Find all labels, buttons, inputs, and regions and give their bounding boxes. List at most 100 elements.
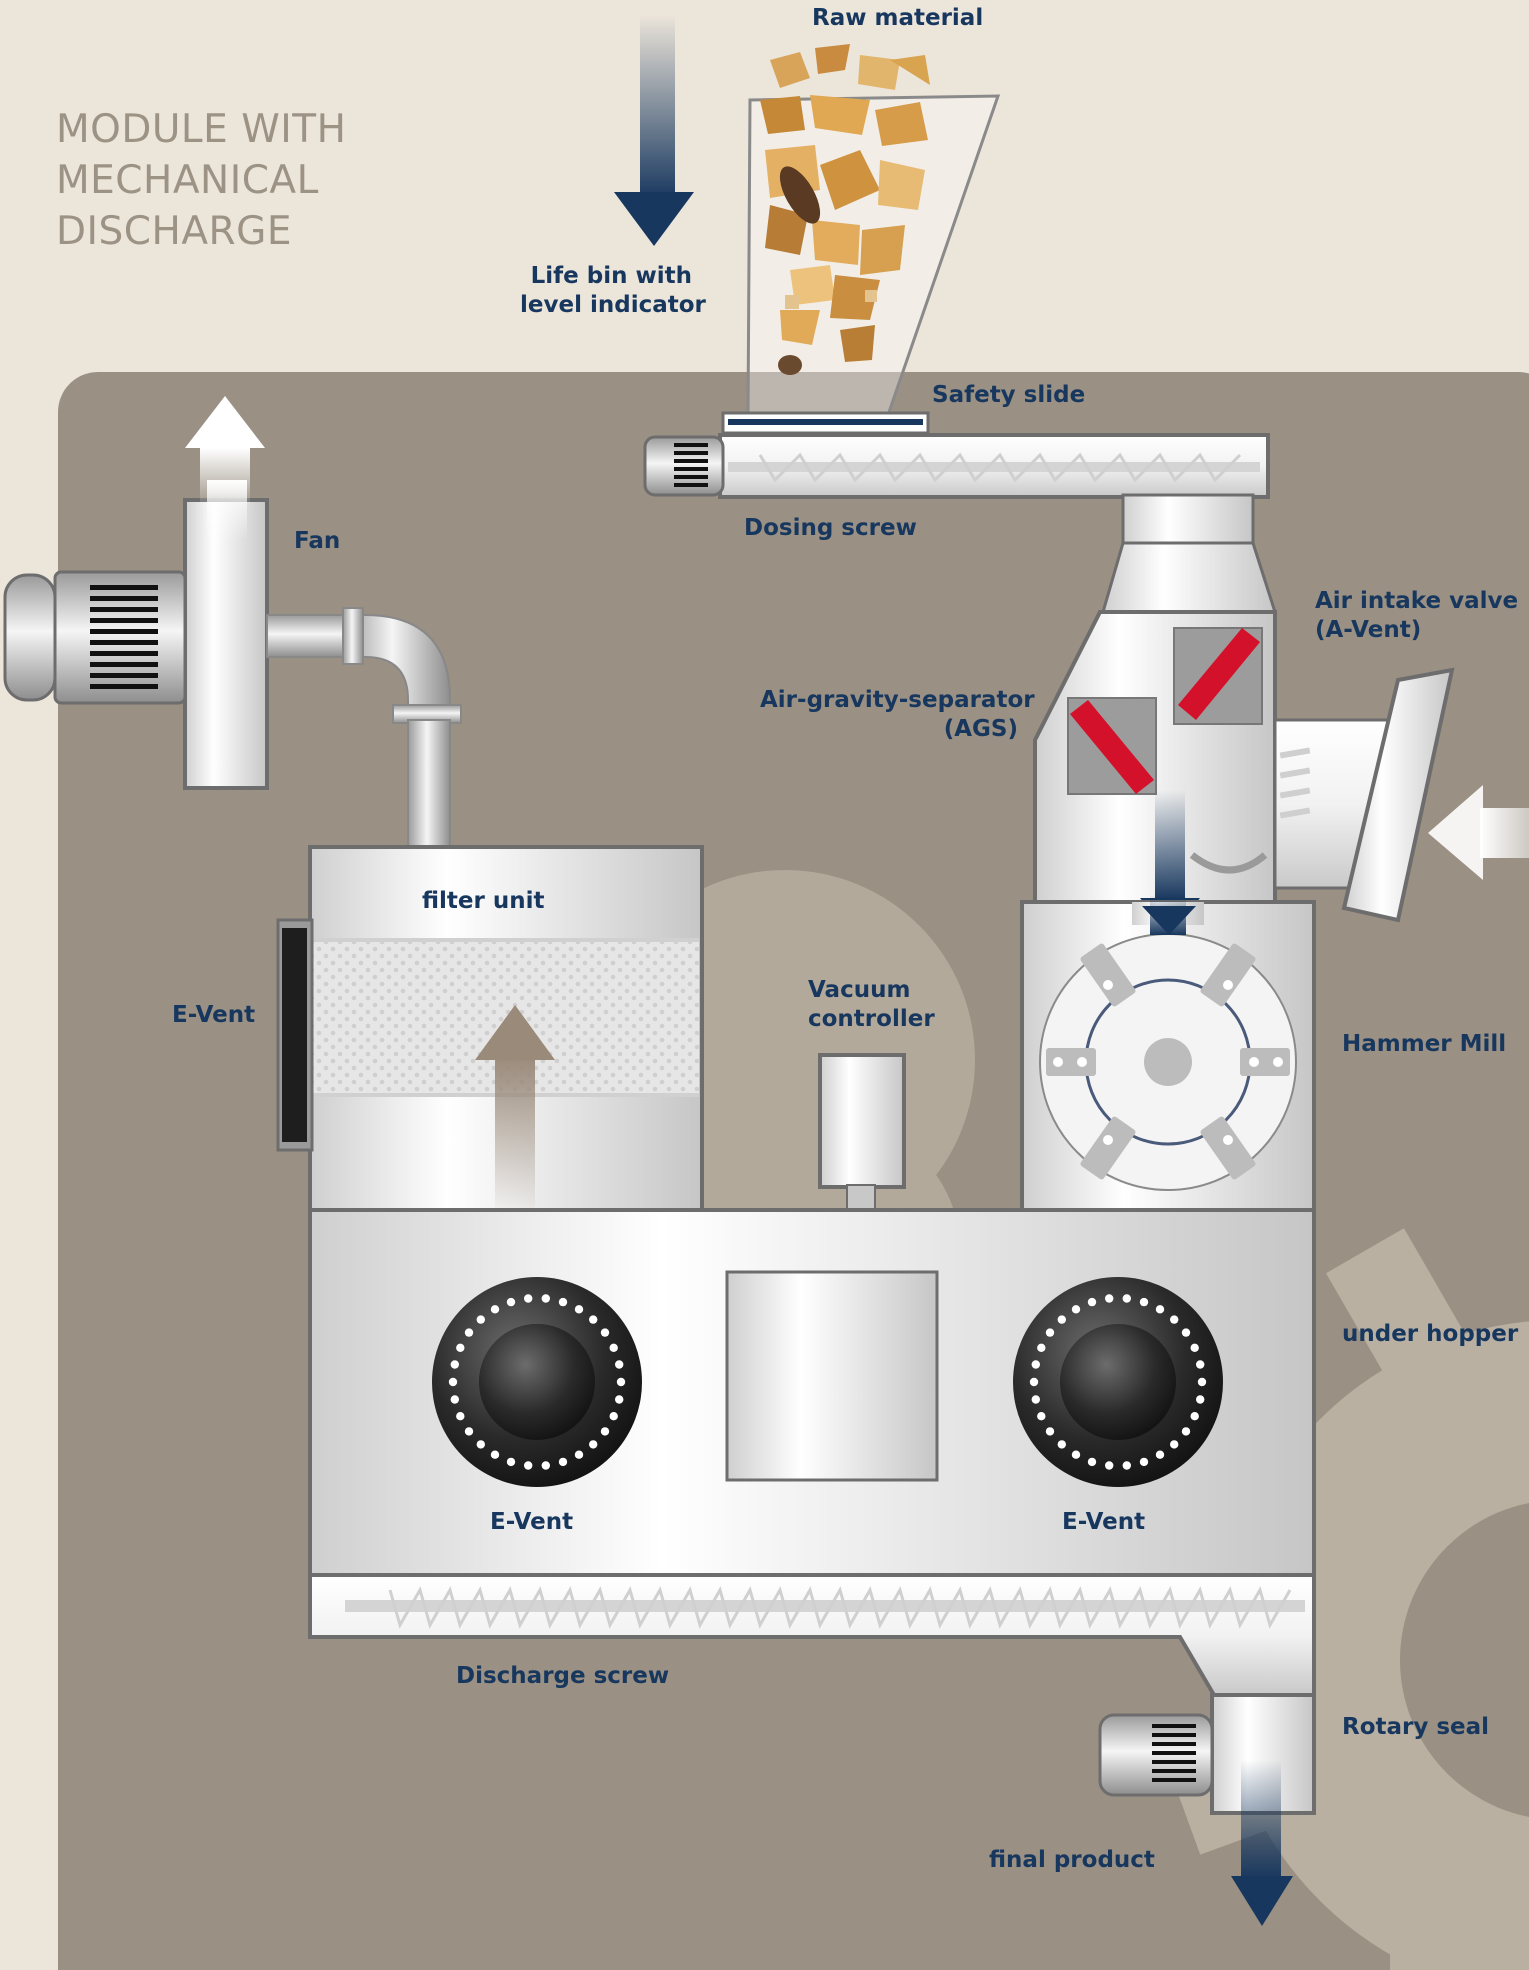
title-line-2: MECHANICAL bbox=[56, 158, 319, 203]
vent-dot bbox=[1190, 1343, 1199, 1353]
label-e-vent-left: E-Vent bbox=[490, 1509, 574, 1535]
vent-dot bbox=[1031, 1395, 1041, 1404]
vent-dot bbox=[1170, 1315, 1179, 1324]
label-e-vent-right: E-Vent bbox=[1062, 1509, 1146, 1535]
vent-dot bbox=[615, 1360, 624, 1369]
label-ags-line-2: (AGS) bbox=[943, 716, 1018, 742]
vent-dot bbox=[490, 1305, 500, 1314]
vent-dot bbox=[1087, 1297, 1097, 1307]
e-vent-left-icon bbox=[432, 1277, 642, 1487]
label-rotary-seal: Rotary seal bbox=[1342, 1714, 1490, 1740]
label-air-intake-line-1: Air intake valve bbox=[1315, 588, 1519, 614]
vent-dot bbox=[1139, 1297, 1149, 1307]
label-dosing-screw: Dosing screw bbox=[744, 515, 917, 541]
vent-dot bbox=[1197, 1377, 1207, 1387]
vent-dot bbox=[506, 1457, 516, 1467]
vent-dot bbox=[558, 1457, 568, 1467]
vacuum-controller bbox=[818, 1053, 906, 1189]
vent-dot bbox=[1087, 1457, 1097, 1467]
vent-dot bbox=[1045, 1328, 1055, 1337]
vent-dot bbox=[609, 1343, 618, 1353]
vent-dot bbox=[615, 1395, 624, 1404]
vent-dot bbox=[1105, 1461, 1114, 1470]
vent-dot bbox=[1071, 1450, 1081, 1459]
vent-dot bbox=[464, 1427, 474, 1436]
vent-dot bbox=[541, 1294, 550, 1303]
label-discharge-screw: Discharge screw bbox=[456, 1663, 670, 1689]
vent-dot bbox=[574, 1450, 584, 1459]
vent-dot bbox=[476, 1440, 485, 1449]
title-line-3: DISCHARGE bbox=[56, 209, 292, 254]
vent-dot bbox=[609, 1412, 618, 1421]
label-raw-material: Raw material bbox=[812, 5, 984, 31]
vent-dot bbox=[456, 1343, 465, 1353]
vent-dot bbox=[616, 1377, 626, 1387]
vent-dot bbox=[1105, 1294, 1114, 1303]
vent-dot bbox=[450, 1395, 459, 1404]
vent-dot bbox=[1037, 1412, 1046, 1421]
vent-dot bbox=[506, 1297, 516, 1307]
vent-dot bbox=[1181, 1328, 1191, 1337]
vent-dot bbox=[600, 1328, 610, 1337]
label-fan: Fan bbox=[294, 528, 341, 554]
vent-dot bbox=[1122, 1461, 1132, 1470]
vent-dot bbox=[450, 1360, 459, 1369]
vent-dot bbox=[1155, 1450, 1165, 1459]
rotary-seal-motor-icon bbox=[1098, 1713, 1214, 1797]
vent-dot bbox=[456, 1412, 465, 1421]
vent-dot bbox=[589, 1440, 598, 1449]
label-vacuum-controller: Vacuum controller bbox=[808, 976, 935, 1034]
vent-dot bbox=[589, 1315, 598, 1324]
fan-housing bbox=[183, 498, 269, 790]
vent-dot bbox=[1037, 1343, 1046, 1353]
vent-dot bbox=[476, 1315, 485, 1324]
vent-dot bbox=[1057, 1440, 1067, 1449]
vent-dot bbox=[448, 1377, 458, 1387]
label-life-bin-line-2: level indicator bbox=[520, 292, 706, 318]
vent-dot bbox=[1045, 1427, 1055, 1436]
vent-dot bbox=[1071, 1305, 1081, 1314]
vent-dot bbox=[464, 1328, 474, 1337]
vent-dot bbox=[524, 1461, 533, 1470]
vent-dot bbox=[541, 1461, 550, 1470]
fan-motor-icon bbox=[3, 570, 187, 705]
label-filter-unit: filter unit bbox=[422, 888, 545, 914]
vent-dot bbox=[1029, 1377, 1039, 1387]
label-life-bin-line-1: Life bin with bbox=[530, 263, 692, 289]
vent-dot bbox=[1196, 1360, 1205, 1369]
vent-dot bbox=[1122, 1294, 1132, 1303]
label-vacuum-line-2: controller bbox=[808, 1006, 935, 1032]
title-line-1: MODULE WITH bbox=[56, 107, 347, 152]
vent-dot bbox=[1181, 1427, 1191, 1436]
label-life-bin: Life bin with level indicator bbox=[520, 262, 706, 320]
label-air-gravity-separator: Air-gravity-separator (AGS) bbox=[760, 686, 1035, 744]
vent-dot bbox=[524, 1294, 533, 1303]
vent-dot bbox=[1057, 1315, 1067, 1324]
label-air-intake-valve: Air intake valve (A-Vent) bbox=[1315, 587, 1518, 645]
e-vent-right-icon bbox=[1013, 1277, 1223, 1487]
vent-dot bbox=[600, 1427, 610, 1436]
vent-dot bbox=[1196, 1395, 1205, 1404]
diagram-title: MODULE WITH MECHANICAL DISCHARGE bbox=[56, 104, 346, 257]
vent-dot bbox=[1031, 1360, 1041, 1369]
vent-dot bbox=[1155, 1305, 1165, 1314]
label-under-hopper: under hopper bbox=[1342, 1321, 1519, 1347]
label-air-intake-line-2: (A-Vent) bbox=[1315, 617, 1422, 643]
hammer-rotor-icon bbox=[1039, 933, 1297, 1191]
vent-dot bbox=[1190, 1412, 1199, 1421]
label-ags-line-1: Air-gravity-separator bbox=[760, 687, 1035, 713]
vent-dot bbox=[558, 1297, 568, 1307]
vent-dot bbox=[574, 1305, 584, 1314]
dosing-motor-icon bbox=[643, 435, 725, 497]
vent-dot bbox=[1139, 1457, 1149, 1467]
vent-dot bbox=[490, 1450, 500, 1459]
label-safety-slide: Safety slide bbox=[932, 382, 1086, 408]
label-vacuum-line-1: Vacuum bbox=[808, 977, 911, 1003]
label-final-product: final product bbox=[989, 1847, 1155, 1873]
raw-material-chips bbox=[760, 44, 930, 375]
label-hammer-mill: Hammer Mill bbox=[1342, 1031, 1507, 1057]
label-e-vent-side: E-Vent bbox=[172, 1002, 256, 1028]
vent-dot bbox=[1170, 1440, 1179, 1449]
